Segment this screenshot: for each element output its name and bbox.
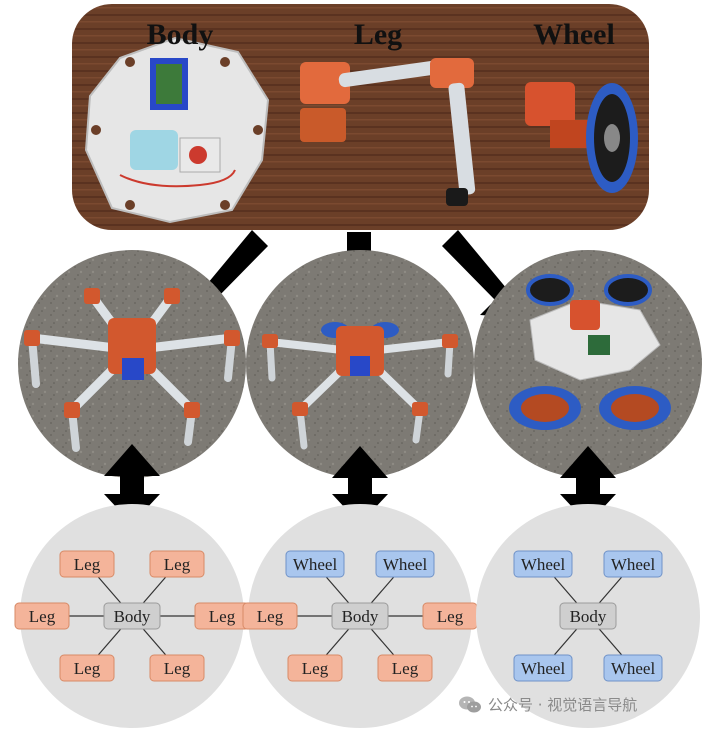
body-node xyxy=(331,602,389,630)
body-node xyxy=(559,602,617,630)
leg-node xyxy=(149,654,205,682)
leg-node xyxy=(149,550,205,578)
modules-panel: Body Leg Wheel xyxy=(72,4,649,230)
double-arrows xyxy=(104,444,616,524)
leg-node-label: Leg xyxy=(164,555,191,574)
leg-node xyxy=(14,602,70,630)
leg-node-label: Leg xyxy=(257,607,284,626)
module-label-wheel: Wheel xyxy=(533,18,615,51)
wheel-node-label: Wheel xyxy=(521,659,566,678)
leg-node-label: Leg xyxy=(302,659,329,678)
watermark: 公众号 · 视觉语言导航 xyxy=(458,694,637,715)
leg-module-image xyxy=(300,58,476,206)
leg-node-label: Leg xyxy=(209,607,236,626)
module-label-body: Body xyxy=(147,18,214,51)
wheel-node xyxy=(513,550,573,578)
body-node-label: Body xyxy=(570,607,607,626)
double-arrow-1 xyxy=(104,444,160,524)
wheel-node xyxy=(513,654,573,682)
body-node xyxy=(103,602,161,630)
leg-node xyxy=(59,654,115,682)
wheel-node-label: Wheel xyxy=(383,555,428,574)
leg-node-label: Leg xyxy=(164,659,191,678)
wheel-node-label: Wheel xyxy=(521,555,566,574)
wheel-node xyxy=(285,550,345,578)
photo-wheeled xyxy=(474,250,702,478)
wheel-module-image xyxy=(525,82,638,193)
leg-node xyxy=(59,550,115,578)
photo-hybrid xyxy=(246,250,474,478)
wheel-node xyxy=(603,550,663,578)
leg-node-label: Leg xyxy=(74,555,101,574)
module-label-leg: Leg xyxy=(354,18,402,51)
leg-node xyxy=(377,654,433,682)
leg-node-label: Leg xyxy=(392,659,419,678)
leg-node-label: Leg xyxy=(29,607,56,626)
leg-node-label: Leg xyxy=(74,659,101,678)
wheel-node xyxy=(375,550,435,578)
wheel-node xyxy=(603,654,663,682)
watermark-text: 公众号 · 视觉语言导航 xyxy=(488,696,638,714)
photo-hexapod xyxy=(18,250,246,478)
leg-node-label: Leg xyxy=(437,607,464,626)
double-arrow-2 xyxy=(332,446,388,524)
double-arrow-3 xyxy=(560,446,616,524)
body-node-label: Body xyxy=(342,607,379,626)
body-module-image xyxy=(84,36,270,224)
wheel-node-label: Wheel xyxy=(611,555,656,574)
body-node-label: Body xyxy=(114,607,151,626)
leg-node xyxy=(287,654,343,682)
leg-node xyxy=(242,602,298,630)
wheel-node-label: Wheel xyxy=(293,555,338,574)
wechat-icon xyxy=(459,696,481,712)
wheel-node-label: Wheel xyxy=(611,659,656,678)
configuration-photos xyxy=(18,250,702,478)
